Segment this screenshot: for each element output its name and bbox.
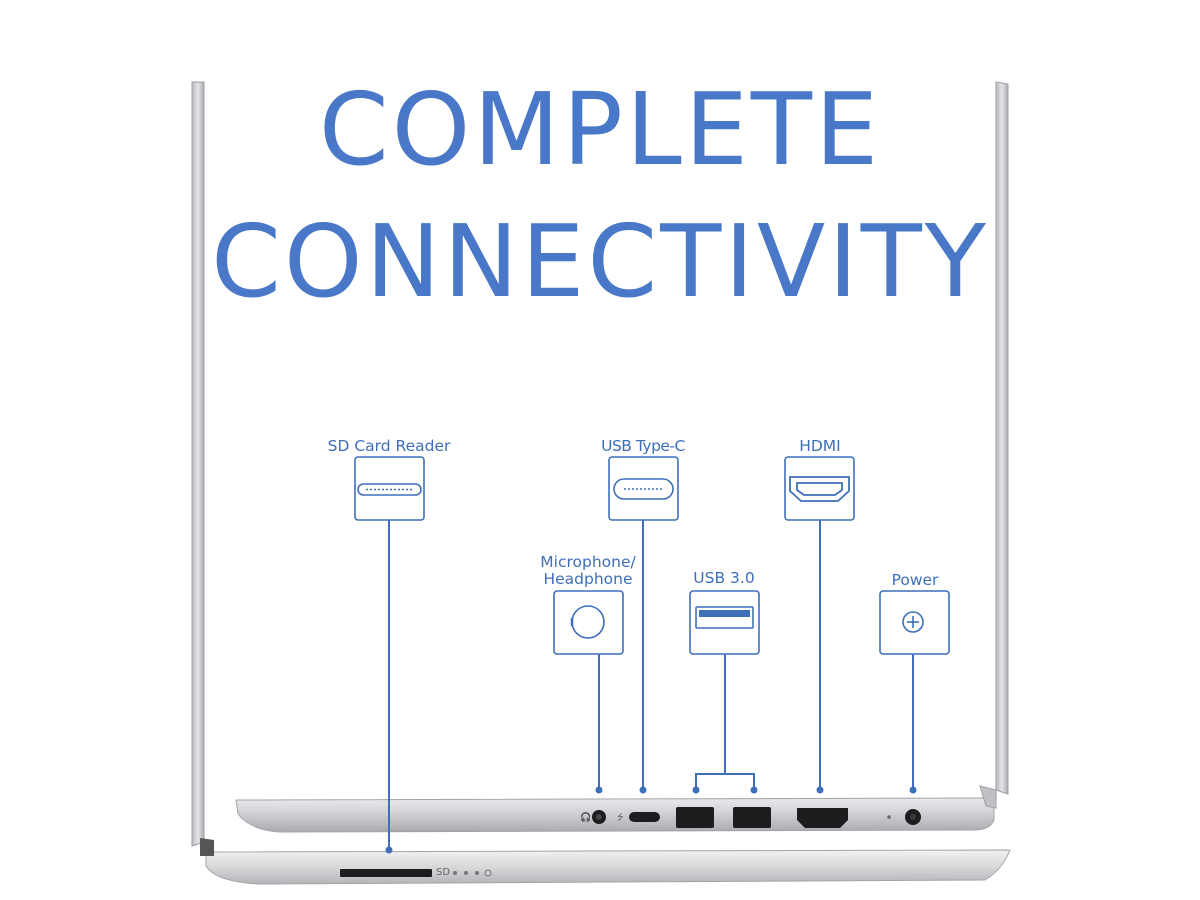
usb-a-port-2 [733, 807, 771, 828]
audio-jack-icon [570, 605, 605, 639]
label-microphone-line2: Headphone [543, 570, 633, 589]
label-sd-card-reader: SD Card Reader [327, 437, 451, 455]
hdmi-icon [789, 476, 850, 502]
usbc-icon-box [608, 456, 679, 521]
usb-a-icon [695, 606, 754, 629]
usb-c-icon [613, 478, 674, 500]
usb-a-port-1 [676, 807, 714, 828]
usb3-bracket [695, 773, 755, 790]
audio-jack-port [592, 810, 606, 824]
label-power: Power [891, 571, 939, 589]
sd-slot-icon [357, 483, 422, 496]
usb3-icon-box [689, 590, 760, 655]
lid-right-edge [995, 81, 1009, 795]
label-usb-type-c: USB Type-C [601, 437, 685, 455]
power-port [905, 809, 921, 825]
svg-text:🎧: 🎧 [580, 811, 591, 823]
sd-icon-box [354, 456, 425, 521]
headline-line-2: CONNECTIVITY [211, 203, 989, 320]
label-usb-3: USB 3.0 [693, 569, 755, 587]
sd-side-marking: SD [436, 867, 451, 878]
svg-text:⭍: ⭍ [617, 813, 624, 822]
label-microphone-line1: Microphone/ [540, 553, 636, 571]
headline-line-1: COMPLETE [318, 71, 882, 188]
label-hdmi: HDMI [799, 437, 841, 455]
hdmi-port [797, 808, 848, 828]
lid-left-edge [191, 81, 205, 847]
usb-c-port [629, 812, 660, 822]
label-microphone: Microphone/ Headphone [526, 553, 650, 589]
power-dc-icon [902, 611, 924, 633]
laptop-base-right-view [235, 797, 995, 833]
hdmi-icon-box [784, 456, 855, 521]
mic-icon-box [553, 590, 624, 655]
sd-card-slot [340, 869, 432, 877]
laptop-base-left-view [205, 849, 1011, 885]
